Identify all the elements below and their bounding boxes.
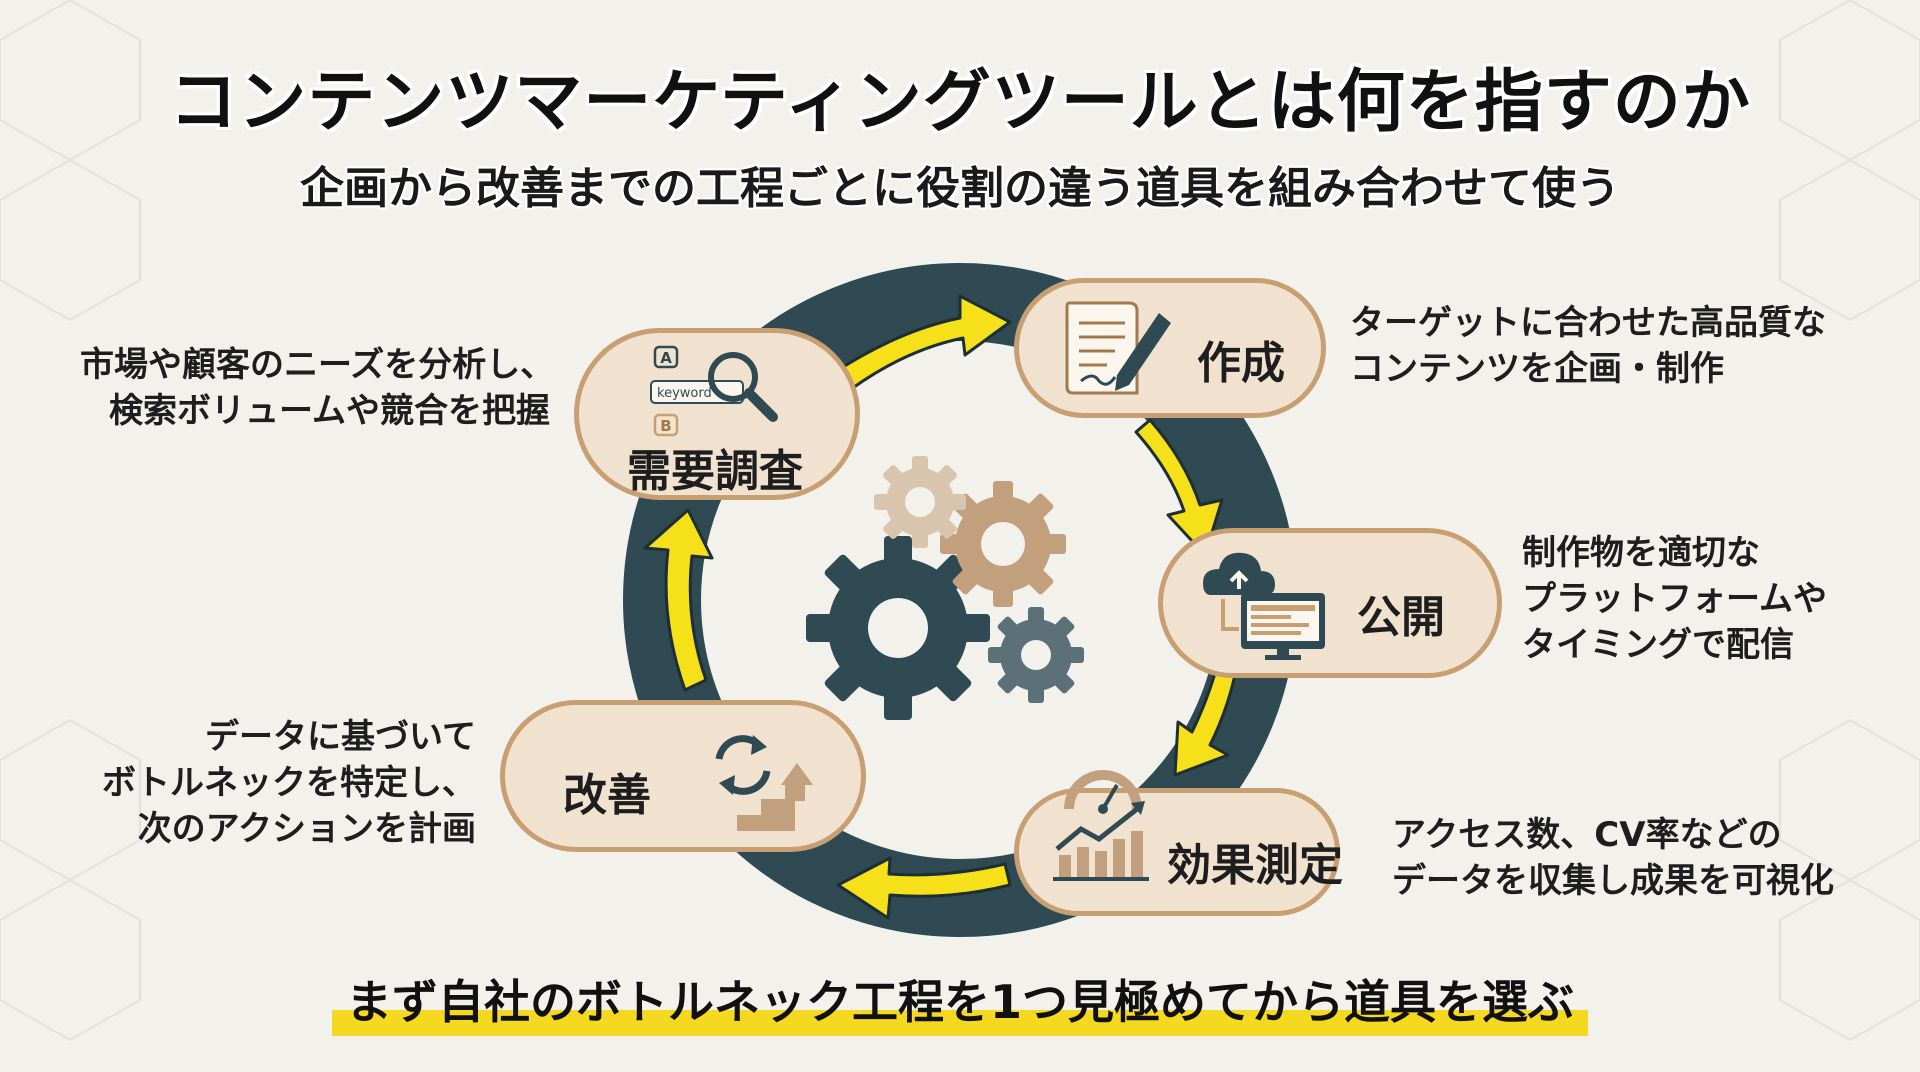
node-create: 作成 — [1014, 278, 1326, 418]
growth-chart-icon — [1053, 770, 1149, 881]
node-publish: 公開 — [1158, 528, 1502, 678]
arrow-create-to-publish — [1134, 418, 1224, 557]
keyword-search-icon: A keyword B — [650, 345, 778, 437]
footer-text: まず自社のボトルネック工程を1つ見極めてから道具を選ぶ — [345, 975, 1574, 1029]
desc-improve: データに基づいて ボトルネックを特定し、 次のアクションを計画 — [102, 717, 476, 849]
footer-highlight — [331, 1010, 1588, 1036]
node-measure: 効果測定 — [1014, 770, 1343, 916]
node-research-label: 需要調査 — [627, 446, 803, 497]
refresh-steps-icon — [715, 735, 813, 831]
page-subtitle: 企画から改善までの工程ごとに役割の違う道具を組み合わせて使う — [300, 163, 1620, 214]
desc-create: ターゲットに合わせた高品質な コンテンツを企画・制作 — [1350, 303, 1826, 389]
node-improve-label: 改善 — [563, 770, 651, 821]
footer-note: まず自社のボトルネック工程を1つ見極めてから道具を選ぶ — [331, 966, 1588, 1036]
node-create-label: 作成 — [1197, 338, 1285, 389]
node-publish-label: 公開 — [1357, 592, 1445, 643]
keyword-label: keyword — [657, 386, 712, 401]
arrow-measure-to-improve — [836, 856, 1012, 920]
arrow-research-to-create — [833, 294, 1012, 392]
arrow-publish-to-measure — [1173, 653, 1240, 777]
gears-icon — [806, 456, 1084, 720]
footer-wrap: まず自社のボトルネック工程を1つ見極めてから道具を選ぶ — [0, 966, 1920, 1036]
document-pen-icon — [1065, 301, 1171, 395]
cloud-upload-monitor-icon — [1203, 552, 1325, 660]
node-research: A keyword B 需要調査 — [574, 328, 860, 500]
desc-measure: アクセス数、CV率などの データを収集し成果を可視化 — [1392, 815, 1834, 901]
desc-research: 市場や顧客のニーズを分析し、 検索ボリュームや競合を把握 — [80, 345, 555, 431]
key-b-label: B — [660, 417, 671, 435]
page-title: コンテンツマーケティングツールとは何を指すのか — [169, 63, 1751, 142]
key-a-label: A — [660, 349, 672, 367]
arrow-improve-to-research — [643, 508, 714, 692]
desc-publish: 制作物を適切な プラットフォームや タイミングで配信 — [1522, 533, 1827, 665]
node-measure-label: 効果測定 — [1167, 840, 1343, 891]
node-improve: 改善 — [500, 700, 866, 852]
